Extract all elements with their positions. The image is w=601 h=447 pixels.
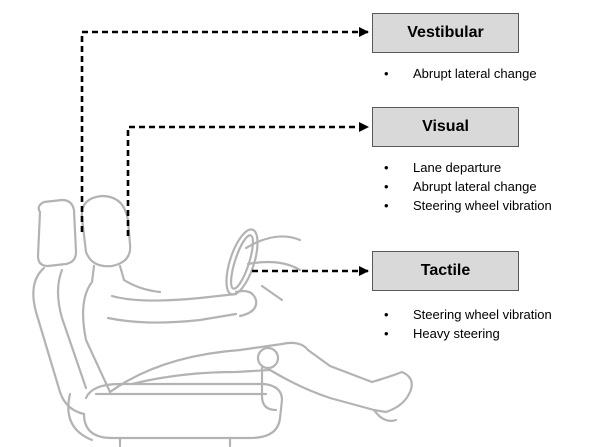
vestibular-label: Vestibular xyxy=(407,24,483,42)
list-item: Abrupt lateral change xyxy=(384,64,537,83)
tactile-box: Tactile xyxy=(372,251,519,291)
arrow-vestibular xyxy=(82,32,368,232)
list-item: Steering wheel vibration xyxy=(384,305,552,324)
vestibular-box: Vestibular xyxy=(372,13,519,53)
list-item: Lane departure xyxy=(384,158,552,177)
steering-wheel-icon xyxy=(220,226,300,300)
visual-label: Visual xyxy=(422,118,469,136)
visual-box: Visual xyxy=(372,107,519,147)
list-item: Heavy steering xyxy=(384,324,552,343)
connector-arrows xyxy=(82,32,368,271)
visual-cue-list: Lane departure Abrupt lateral change Ste… xyxy=(384,158,552,215)
vestibular-cue-list: Abrupt lateral change xyxy=(384,64,537,83)
list-item: Abrupt lateral change xyxy=(384,177,552,196)
tactile-cue-list: Steering wheel vibration Heavy steering xyxy=(384,305,552,343)
arrow-visual xyxy=(128,127,368,236)
tactile-label: Tactile xyxy=(421,262,471,280)
list-item: Steering wheel vibration xyxy=(384,196,552,215)
